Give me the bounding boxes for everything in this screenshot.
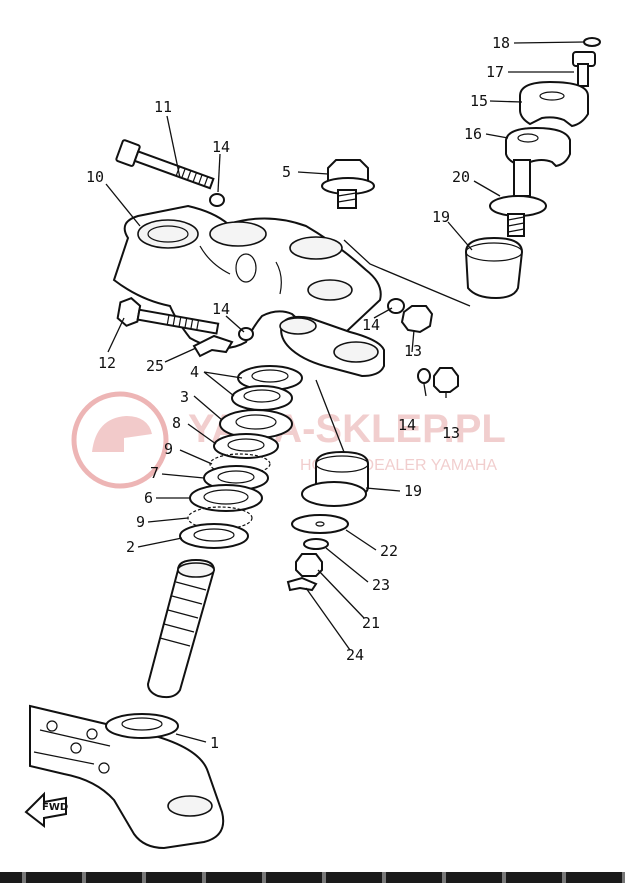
- callout-4: 4: [190, 363, 199, 381]
- callout-1: 1: [210, 734, 219, 752]
- callout-8: 8: [172, 414, 181, 432]
- part-13-nut-a: [400, 305, 434, 334]
- part-14-washer-b: [387, 298, 405, 314]
- handlebar-holder-assembly: [464, 37, 601, 300]
- callout-14-c: 14: [362, 316, 380, 334]
- part-2-race: [179, 523, 249, 549]
- fwd-label: FWD: [42, 802, 68, 813]
- part-15-upper-holder: [519, 80, 589, 128]
- steering-bearing-stack: [179, 365, 303, 549]
- callout-19-lower: 19: [404, 482, 422, 500]
- callout-7: 7: [150, 464, 159, 482]
- watermark-helmet-icon: [92, 416, 152, 452]
- callout-15: 15: [470, 92, 488, 110]
- part-1-seal: [105, 713, 179, 739]
- part-19-damper-upper: [464, 236, 524, 300]
- part-8-race: [213, 433, 279, 459]
- part-25-clip: [192, 334, 234, 358]
- part-24-clip: [286, 576, 318, 592]
- callout-6: 6: [144, 489, 153, 507]
- callout-10: 10: [86, 168, 104, 186]
- lower-damper-assembly: [286, 450, 369, 592]
- callout-12: 12: [98, 354, 116, 372]
- callout-18: 18: [492, 34, 510, 52]
- part-13-nut-b: [433, 367, 459, 393]
- callout-9-b: 9: [136, 513, 145, 531]
- part-11-bolt: [115, 139, 215, 190]
- steering-stem-assembly: FWD: [24, 558, 225, 850]
- part-20-shaft: [513, 159, 531, 197]
- fwd-arrow-icon: FWD: [24, 791, 68, 829]
- part-21-nut: [295, 553, 323, 577]
- callout-25: 25: [146, 357, 164, 375]
- callout-14-a: 14: [212, 138, 230, 156]
- callout-9-a: 9: [164, 440, 173, 458]
- callout-3: 3: [180, 388, 189, 406]
- callout-21: 21: [362, 614, 380, 632]
- scan-edge-strip: [0, 872, 625, 883]
- callout-17: 17: [486, 63, 504, 81]
- callout-13-b: 13: [442, 424, 460, 442]
- callout-24: 24: [346, 646, 364, 664]
- part-5-cap-bolt: [321, 159, 375, 209]
- callout-16: 16: [464, 125, 482, 143]
- part-6-race: [189, 484, 263, 512]
- callout-13-a: 13: [404, 342, 422, 360]
- callout-19-upper: 19: [432, 208, 450, 226]
- callout-labels: 18 17 15 16 20 19 11 14 5 10 14 14 13 12…: [86, 34, 510, 752]
- callout-14-b: 14: [212, 300, 230, 318]
- callout-22: 22: [380, 542, 398, 560]
- upper-bracket-assembly: [112, 139, 434, 349]
- leader-lines: [105, 41, 585, 743]
- part-14-washer-a: [209, 193, 225, 207]
- part-9-ball-a: [209, 453, 271, 475]
- part-14-washer-d: [417, 368, 431, 384]
- part-18-cap: [583, 37, 601, 47]
- callout-11: 11: [154, 98, 172, 116]
- callout-14-d: 14: [398, 416, 416, 434]
- callout-23: 23: [372, 576, 390, 594]
- part-22-plate: [291, 514, 349, 534]
- callout-2: 2: [126, 538, 135, 556]
- callout-20: 20: [452, 168, 470, 186]
- watermark-logo-icon: [71, 391, 169, 489]
- callout-5: 5: [282, 163, 291, 181]
- part-23-washer: [303, 538, 329, 550]
